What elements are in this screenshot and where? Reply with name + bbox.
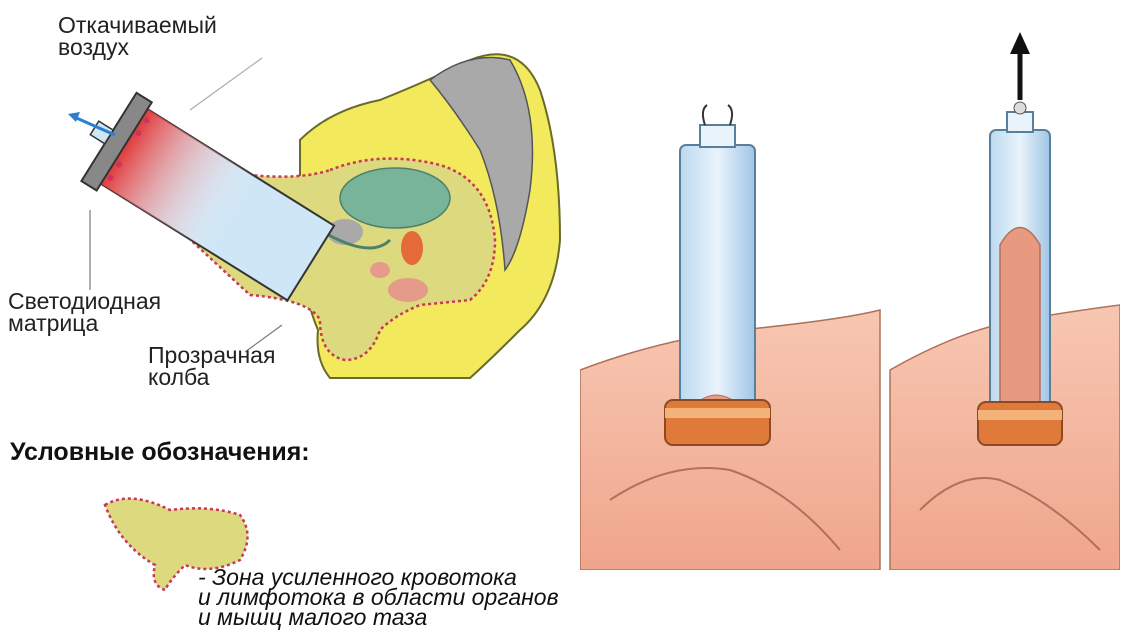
- pump-illustration: [580, 30, 1120, 570]
- led-matrix-label: Светодиодная матрица: [8, 290, 161, 334]
- gland-pink: [370, 262, 390, 278]
- pump-state-after: [890, 32, 1120, 570]
- gland-orange: [401, 231, 423, 265]
- evacuated-air-label: Откачиваемый воздух: [58, 14, 217, 58]
- legend-description: - Зона усиленного кровотока и лимфотока …: [198, 567, 559, 627]
- pull-arrow-head: [1010, 32, 1030, 54]
- rectum: [388, 278, 428, 302]
- legend-title: Условные обозначения:: [10, 438, 310, 467]
- bladder: [340, 168, 450, 228]
- pump-state-before: [580, 105, 880, 570]
- pump-anatomy-diagram: [0, 0, 600, 420]
- air-arrow-head: [68, 112, 80, 122]
- transparent-flask-label: Прозрачная колба: [148, 344, 275, 388]
